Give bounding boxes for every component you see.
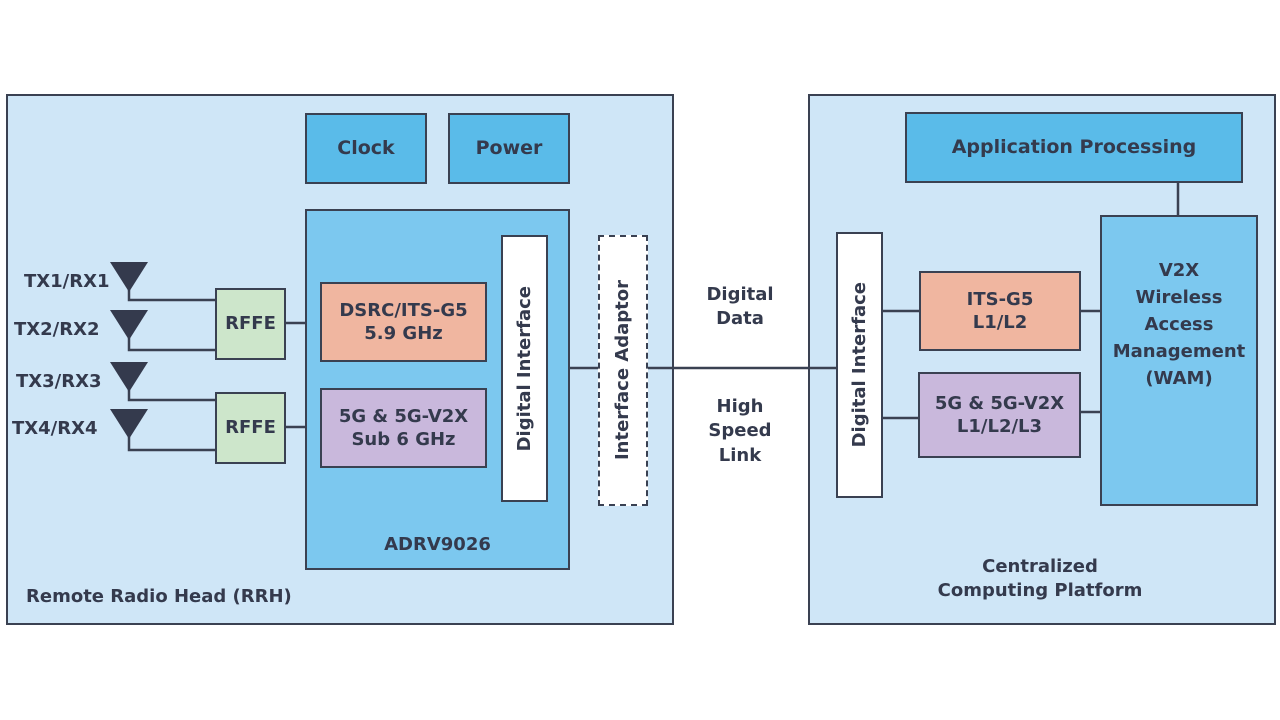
high-speed-line2: Speed	[708, 420, 772, 442]
power-label: Power	[475, 137, 543, 160]
antenna-label-2: TX2/RX2	[14, 319, 100, 340]
wam-line3: Access	[1144, 314, 1214, 335]
wam-line2: Wireless	[1135, 287, 1223, 308]
wam-block: V2X Wireless Access Management (WAM)	[1100, 215, 1258, 506]
clock-label: Clock	[337, 137, 395, 160]
rffe-label: RFFE	[225, 313, 276, 335]
dsrc-line2: 5.9 GHz	[364, 323, 443, 344]
digital-data-line1: Digital	[706, 284, 774, 305]
antenna-icon	[110, 409, 148, 439]
app-processing-label: Application Processing	[951, 136, 1197, 159]
rrh-title: Remote Radio Head (RRH)	[26, 586, 292, 607]
ccp-title: Centralized Computing Platform	[900, 555, 1180, 604]
rffe-block-2: RFFE	[215, 392, 286, 464]
v2x-layers-block: 5G & 5G-V2X L1/L2/L3	[918, 372, 1081, 458]
rrh-digital-interface-label: Digital Interface	[513, 285, 535, 452]
its-g5-block: ITS-G5 L1/L2	[919, 271, 1081, 351]
high-speed-line3: Link	[718, 444, 762, 466]
digital-data-label: Digital Data	[695, 283, 785, 332]
antenna-icon	[110, 362, 148, 392]
ccp-digital-interface: Digital Interface	[836, 232, 883, 498]
antenna-label-1: TX1/RX1	[24, 271, 110, 292]
antenna-icon	[110, 262, 148, 292]
wire-ant4	[127, 437, 215, 452]
interface-adaptor-label: Interface Adaptor	[612, 280, 634, 461]
rffe-label: RFFE	[225, 417, 276, 439]
digital-data-line2: Data	[716, 308, 764, 330]
ccp-title-line1: Centralized	[982, 556, 1098, 577]
power-block: Power	[448, 113, 570, 184]
dsrc-line1: DSRC/ITS-G5	[339, 299, 468, 321]
antenna-label-4: TX4/RX4	[12, 418, 98, 439]
wam-line1: V2X	[1158, 260, 1200, 281]
dsrc-block: DSRC/ITS-G5 5.9 GHz	[320, 282, 487, 362]
high-speed-link-label: High Speed Link	[695, 395, 785, 468]
clock-block: Clock	[305, 113, 427, 184]
v2x-line1: 5G & 5G-V2X	[934, 392, 1065, 414]
sub6-line1: 5G & 5G-V2X	[338, 405, 469, 427]
wire-ant3	[127, 390, 215, 402]
antenna-label-3: TX3/RX3	[16, 371, 102, 392]
wam-line4: Management	[1112, 341, 1246, 362]
high-speed-line1: High	[716, 396, 764, 417]
rffe-block-1: RFFE	[215, 288, 286, 360]
rrh-digital-interface: Digital Interface	[501, 235, 548, 502]
wam-line5: (WAM)	[1145, 368, 1213, 389]
ccp-title-line2: Computing Platform	[937, 580, 1143, 602]
interface-adaptor: Interface Adaptor	[598, 235, 648, 506]
its-line2: L1/L2	[972, 312, 1028, 333]
wire-ant1	[127, 290, 215, 302]
chip-label: ADRV9026	[384, 533, 491, 555]
sub6-block: 5G & 5G-V2X Sub 6 GHz	[320, 388, 487, 468]
sub6-line2: Sub 6 GHz	[351, 429, 456, 450]
wire-ant2	[127, 338, 215, 352]
application-processing-block: Application Processing	[905, 112, 1243, 183]
v2x-line2: L1/L2/L3	[956, 416, 1043, 437]
ccp-digital-interface-label: Digital Interface	[848, 282, 870, 448]
its-line1: ITS-G5	[966, 288, 1034, 310]
antenna-icon	[110, 310, 148, 340]
